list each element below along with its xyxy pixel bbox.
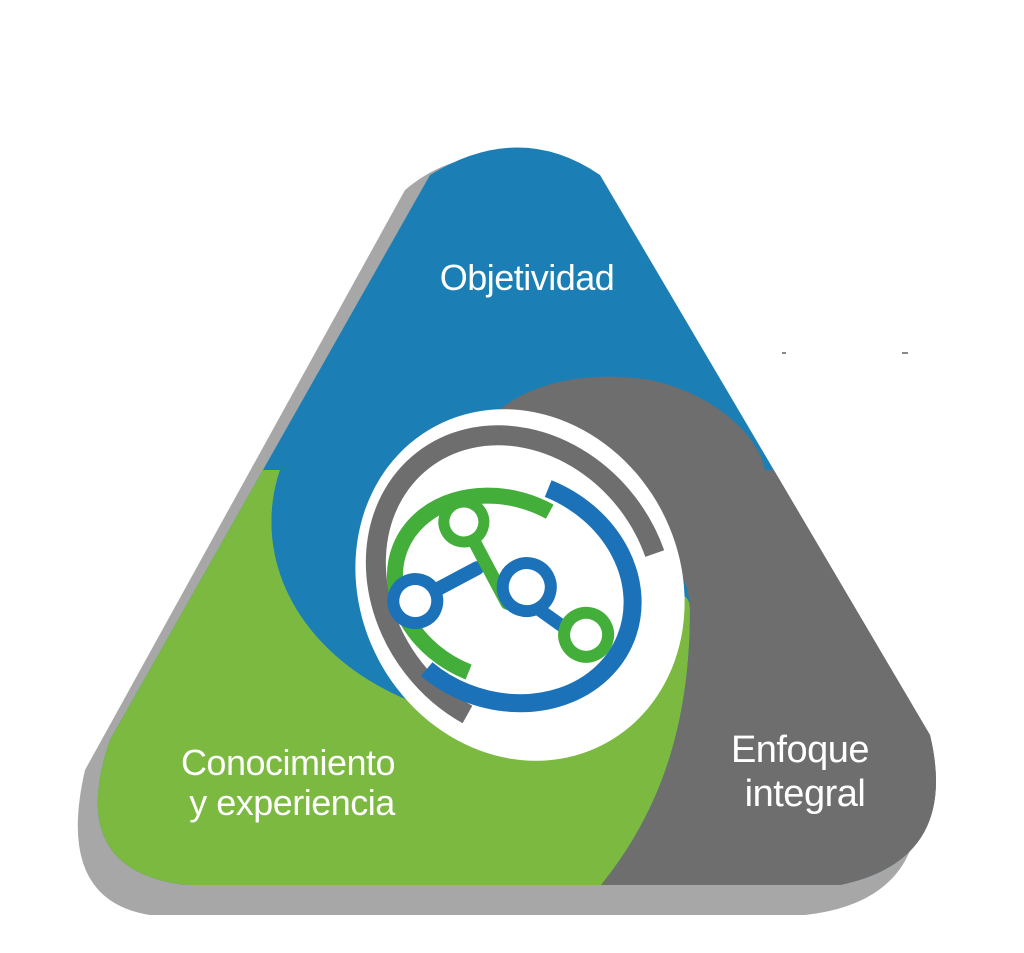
label-objetividad: Objetividad bbox=[440, 257, 615, 298]
label-conocimiento-line1: Conocimiento bbox=[181, 742, 395, 783]
circuit-globe-icon bbox=[355, 409, 685, 761]
label-conocimiento-line2: y experiencia bbox=[189, 782, 396, 823]
label-enfoque-line1: Enfoque bbox=[731, 729, 869, 771]
label-enfoque-line2: integral bbox=[745, 773, 866, 815]
stray-mark bbox=[782, 352, 786, 354]
stray-mark bbox=[902, 352, 908, 354]
